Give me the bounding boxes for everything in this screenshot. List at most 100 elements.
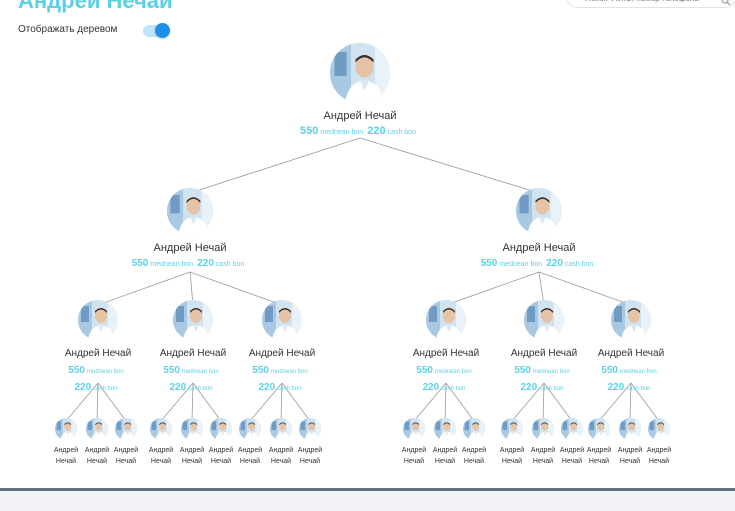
tree-connector [542,382,545,422]
tree-connector [538,271,545,306]
node-name[interactable]: Андрей Нечай [153,242,227,254]
avatar[interactable] [78,300,118,340]
avatar[interactable] [463,418,485,440]
node-name[interactable]: Андрей Нечай [432,447,458,465]
mednean-bon-label: mednean bon [270,369,308,375]
tree-view-label: Отображать деревом [18,24,118,35]
tree-connector [445,271,540,306]
node-name[interactable]: Андрей Нечай [53,447,79,465]
tree-connector [191,382,194,422]
mednean-bon-label: mednean bon [181,369,219,375]
avatar[interactable] [561,418,583,440]
node-name[interactable]: Андрей Нечай [148,447,174,465]
node-name[interactable]: Андрей Нечай [64,348,132,359]
avatar[interactable] [532,418,554,440]
node-name[interactable]: Андрей Нечай [159,348,227,359]
tree-view-toggle[interactable] [143,23,170,38]
tree-connector [359,137,540,194]
cash-bon-label: cash bon [539,386,564,392]
avatar[interactable] [434,418,456,440]
cash-bon-value: 220 [520,382,538,393]
cash-bon-label: cash bon [564,261,594,268]
node-name[interactable]: Андрей Нечай [530,447,556,465]
avatar[interactable] [173,300,213,340]
node-name[interactable]: Андрей Нечай [461,447,487,465]
node-name[interactable]: Андрей Нечай [401,447,427,465]
node-name[interactable]: Андрей Нечай [646,447,672,465]
mednean-bon-value: 550 [68,365,85,376]
node-name[interactable]: Андрей Нечай [597,348,665,359]
avatar[interactable] [239,418,261,440]
node-name[interactable]: Андрей Нечай [84,447,110,465]
cash-bon-label: cash bon [626,386,651,392]
mednean-bon-value: 550 [480,258,498,269]
tree-connector [189,137,361,194]
mednean-bon-value: 550 [300,125,319,137]
toggle-knob [155,23,170,38]
node-name[interactable]: Андрей Нечай [323,110,397,122]
tree-connector [249,382,283,422]
cash-bon-value: 220 [169,382,187,393]
node-name[interactable]: Андрей Нечай [499,447,525,465]
avatar[interactable] [262,300,302,340]
cash-bon-value: 220 [367,125,386,137]
node-name[interactable]: Андрей Нечай [559,447,585,465]
avatar[interactable] [611,300,651,340]
tree-connector [413,382,447,422]
mednean-bon-label: mednean bon [499,261,543,268]
node-name[interactable]: Андрей Нечай [237,447,263,465]
avatar[interactable] [150,418,172,440]
cash-bon-value: 220 [258,382,276,393]
avatar[interactable] [516,188,562,234]
tree-connector [65,382,99,422]
avatar[interactable] [181,418,203,440]
node-name[interactable]: Андрей Нечай [412,348,480,359]
avatar[interactable] [403,418,425,440]
mednean-bon-label: mednean bon [150,261,194,268]
avatar[interactable] [55,418,77,440]
mednean-bon-label: mednean bon [619,369,657,375]
node-name[interactable]: Андрей Нечай [297,447,323,465]
tree-connector [629,382,632,422]
avatar[interactable] [648,418,670,440]
search-input[interactable] [583,0,727,4]
avatar[interactable] [270,418,292,440]
avatar[interactable] [501,418,523,440]
node-name[interactable]: Андрей Нечай [510,348,578,359]
avatar[interactable] [588,418,610,440]
node-name[interactable]: Андрей Нечай [113,447,139,465]
node-name[interactable]: Андрей Нечай [586,447,612,465]
tree-connector [97,271,191,306]
avatar[interactable] [426,300,466,340]
search-icon[interactable] [721,0,731,6]
node-name[interactable]: Андрей Нечай [268,447,294,465]
node-name[interactable]: Андрей Нечай [179,447,205,465]
tree-connector [630,382,660,422]
tree-connector [598,382,632,422]
avatar[interactable] [167,188,213,234]
node-name[interactable]: Андрей Нечай [502,242,576,254]
mednean-bon-value: 550 [252,365,269,376]
tree-connector [281,382,311,422]
avatar[interactable] [210,418,232,440]
avatar[interactable] [115,418,137,440]
avatar[interactable] [86,418,108,440]
node-name[interactable]: Андрей Нечай [617,447,643,465]
avatar[interactable] [524,300,564,340]
avatar[interactable] [299,418,321,440]
cash-bon-value: 220 [422,382,440,393]
avatar[interactable] [330,43,390,103]
node-name[interactable]: Андрей Нечай [248,348,316,359]
mednean-bon-value: 550 [514,365,531,376]
tree-connector [160,382,194,422]
node-name[interactable]: Андрей Нечай [208,447,234,465]
mednean-bon-label: mednean bon [86,369,124,375]
avatar[interactable] [619,418,641,440]
tree-connector [511,382,545,422]
tree-connector [97,382,127,422]
